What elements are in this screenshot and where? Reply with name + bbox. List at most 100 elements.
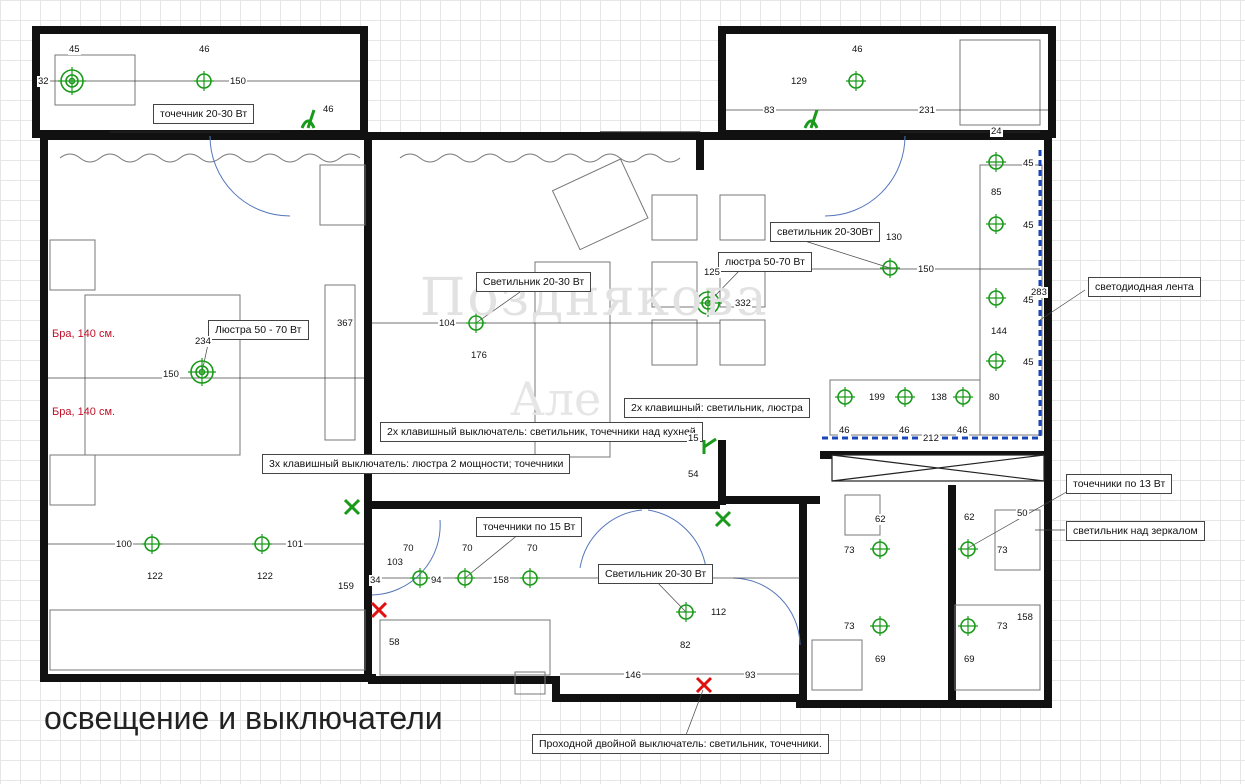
dimension-value: 125: [703, 267, 721, 278]
door-bedroom-balcony: [209, 135, 291, 217]
ceiling-light-symbol: [676, 602, 696, 622]
door-bathroom: [732, 577, 801, 646]
ceiling-light-symbol: [410, 568, 430, 588]
balcony-shelves: [959, 39, 1041, 126]
dimension-value: 58: [388, 637, 401, 648]
dining-chair-3: [651, 261, 698, 308]
dimension-value: 45: [1022, 220, 1035, 231]
ceiling-light-symbol: [520, 568, 540, 588]
label-lamp-living: Светильник 20-30 Вт: [476, 272, 592, 292]
label-lamp-hall: Светильник 20-30 Вт: [598, 564, 714, 584]
dimension-value: 73: [843, 621, 856, 632]
switch-living: [702, 437, 717, 454]
dimension-value: 150: [917, 264, 935, 275]
dimension-value: 15: [687, 433, 700, 444]
dimension-value: 45: [1022, 295, 1035, 306]
ceiling-light-symbol: [986, 351, 1006, 371]
dimension-value: 46: [198, 44, 211, 55]
ceiling-light-symbol: [880, 258, 900, 278]
dimension-value: 54: [687, 469, 700, 480]
label-spots-13: точечники по 13 Вт: [1066, 474, 1173, 494]
dimension-value: 45: [1022, 357, 1035, 368]
dimension-value: 70: [461, 543, 474, 554]
ceiling-light-symbol: [466, 313, 486, 333]
chandelier-symbol: [58, 67, 86, 95]
ceiling-light-symbol: [986, 288, 1006, 308]
dimension-value: 45: [68, 44, 81, 55]
dimension-value: 212: [922, 433, 940, 444]
kitchen-counter: [979, 164, 1043, 436]
balcony-right-walls: [718, 26, 1056, 138]
dimension-value: 73: [996, 621, 1009, 632]
dimension-value: 45: [1022, 158, 1035, 169]
curtain-living: [399, 153, 681, 163]
dimension-value: 32: [37, 76, 50, 87]
label-switch-2-living: 2х клавишный: светильник, люстра: [624, 398, 810, 418]
dimension-value: 332: [734, 298, 752, 309]
dimension-value: 83: [763, 105, 776, 116]
curtain-bedroom: [59, 153, 361, 163]
dimension-value: 50: [1016, 508, 1029, 519]
dimension-value: 150: [229, 76, 247, 87]
dining-chair-1: [651, 194, 698, 241]
label-pass-switch: Проходной двойной выключатель: светильни…: [532, 734, 829, 754]
dimension-value: 70: [402, 543, 415, 554]
led-strip: [820, 150, 1042, 440]
washing-machine: [811, 639, 863, 691]
dimension-value: 82: [679, 640, 692, 651]
dimension-value: 100: [115, 539, 133, 550]
ceiling-light-symbol: [142, 534, 162, 554]
dining-chair-2: [719, 194, 766, 241]
dimension-value: 234: [194, 336, 212, 347]
balcony-chair: [54, 54, 136, 106]
dimension-value: 231: [918, 105, 936, 116]
door-living-left: [579, 509, 643, 569]
watermark-line-2: Але: [510, 372, 602, 426]
dimension-value: 144: [990, 326, 1008, 337]
dimension-value: 103: [386, 557, 404, 568]
label-mirror-lamp: светильник над зеркалом: [1066, 521, 1205, 541]
dimension-value: 46: [322, 104, 335, 115]
switch-kitchen-balcony: [803, 109, 819, 129]
leader-pass: [685, 689, 704, 736]
dimension-value: 85: [990, 187, 1003, 198]
switch-bedroom: [343, 498, 361, 516]
dimension-value: 122: [146, 571, 164, 582]
dimension-value: 46: [956, 425, 969, 436]
leader-dining: [707, 269, 741, 304]
ceiling-light-symbol: [455, 568, 475, 588]
dimension-value: 158: [492, 575, 510, 586]
label-spots-15: точечники по 15 Вт: [476, 517, 583, 537]
dimension-value: 80: [988, 392, 1001, 403]
dining-chair-5: [651, 319, 698, 366]
dimension-value: 24: [990, 126, 1003, 137]
ceiling-light-symbol: [895, 387, 915, 407]
switch-bedroom-balcony: [300, 109, 316, 129]
switch-red-bedroom: [370, 601, 388, 619]
dimension-value: 176: [470, 350, 488, 361]
wardrobe-bedroom: [49, 609, 366, 671]
tv-stand: [324, 284, 356, 441]
door-living-right: [647, 509, 707, 569]
leader-led: [1039, 289, 1086, 321]
ceiling-light-symbol: [958, 616, 978, 636]
dimension-value: 34: [369, 575, 382, 586]
dimension-value: 129: [790, 76, 808, 87]
ceiling-light-symbol: [986, 214, 1006, 234]
ceiling-light-symbol: [870, 616, 890, 636]
dimension-value: 62: [874, 514, 887, 525]
dimension-value: 122: [256, 571, 274, 582]
ceiling-light-symbol: [194, 71, 214, 91]
dimension-value: 46: [898, 425, 911, 436]
sofa: [534, 261, 611, 458]
apartment-outer-wall: [40, 132, 1052, 708]
dimension-value: 283: [1030, 287, 1048, 298]
duct-diagonal-b: [831, 454, 1045, 482]
nightstand-top: [49, 239, 96, 291]
nightstand-bottom: [49, 454, 96, 506]
ceiling-light-symbol: [835, 387, 855, 407]
leader-spots13: [967, 489, 1071, 549]
dimension-value: 46: [851, 44, 864, 55]
